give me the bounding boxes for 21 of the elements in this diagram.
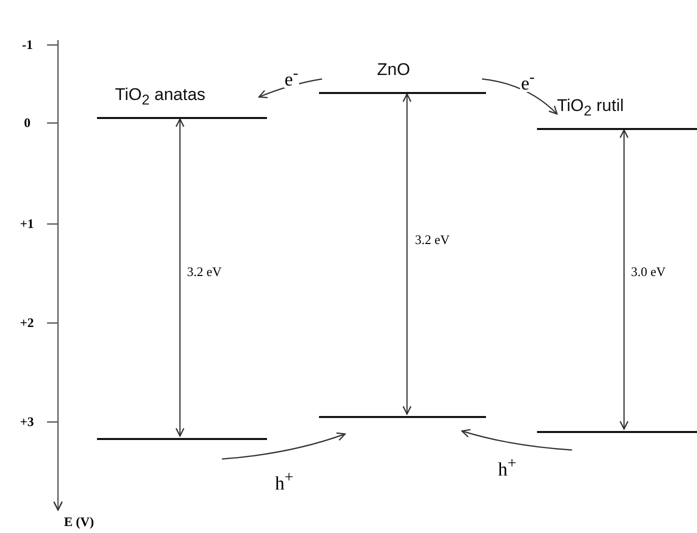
axis-tick-label: 0	[24, 115, 30, 131]
edge-label: h$^{+}$	[274, 470, 294, 492]
material-label: TiO$_{2}$ rutil	[557, 96, 624, 122]
arrow	[258, 78, 322, 98]
edge-label: h$^{+}$	[496, 456, 518, 478]
double-arrow	[620, 129, 628, 430]
conduction-band-level	[537, 96, 697, 130]
axis-tick-label: +1	[20, 216, 34, 232]
axis-tick-label: +3	[20, 414, 34, 430]
arrow	[222, 432, 346, 460]
axis-title: E (V)	[64, 514, 94, 530]
conduction-band-level	[97, 85, 267, 119]
arrow	[482, 78, 558, 115]
arrow	[461, 428, 572, 451]
conduction-band-level	[319, 60, 486, 94]
axis-tick-label: -1	[22, 37, 33, 53]
material-label: TiO$_{2}$ anatas	[115, 85, 206, 110]
double-arrow	[176, 118, 184, 437]
double-arrow	[402, 93, 412, 415]
material-label: ZnO	[377, 60, 410, 80]
axis-tick-label: +2	[20, 315, 34, 331]
